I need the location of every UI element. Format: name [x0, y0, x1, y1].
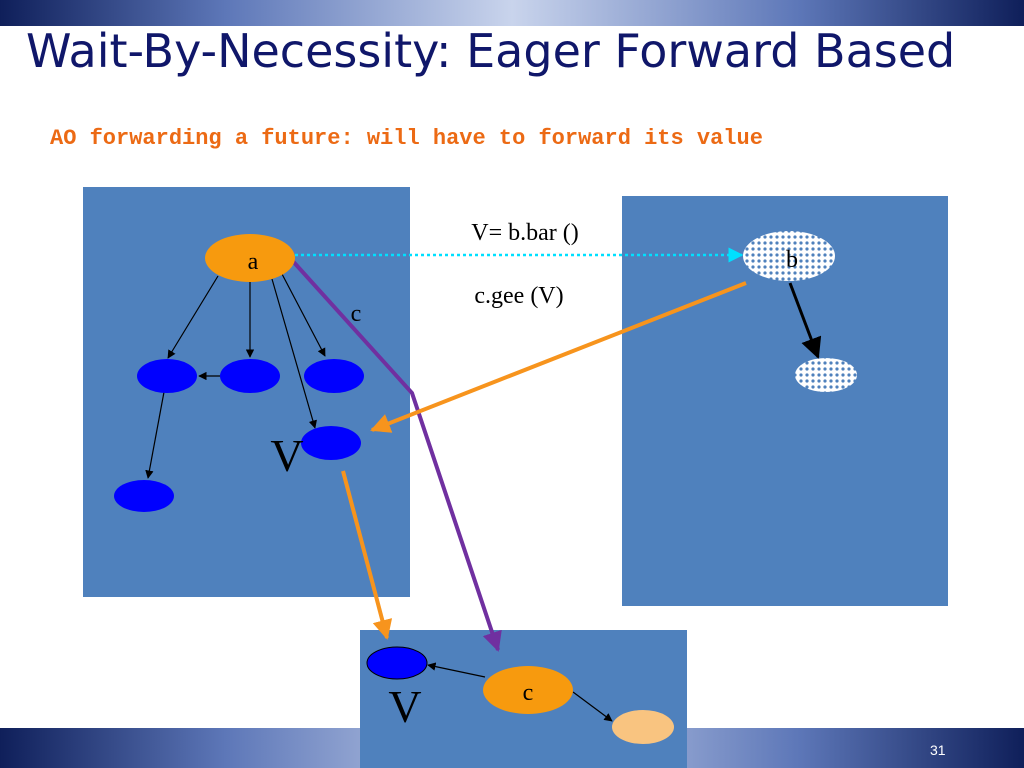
future-v-object — [301, 426, 361, 460]
passive-object-1 — [137, 359, 197, 393]
passive-object-2 — [220, 359, 280, 393]
ref-arrow-c-obj — [572, 691, 613, 722]
active-object-a — [205, 234, 295, 282]
active-object-c — [483, 666, 573, 714]
node-b-label: b — [786, 247, 798, 273]
ref-arrow-b-obj — [788, 282, 822, 359]
active-object-b — [743, 231, 835, 281]
ref-arrow-c-v — [427, 662, 486, 678]
slide-subtitle: AO forwarding a future: will have to for… — [50, 126, 763, 151]
slide-title: Wait-By-Necessity: Eager Forward Based — [26, 24, 956, 78]
ref-arrow-a-v — [271, 278, 317, 429]
top-gradient-band — [0, 0, 1024, 26]
call-bar-label: V= b.bar () — [471, 220, 579, 246]
page-number: 31 — [930, 742, 946, 758]
future-value-arrow-b-to-v — [370, 281, 747, 433]
node-a-label: a — [248, 249, 259, 275]
passive-object-c — [612, 710, 674, 744]
ref-arrow-a-1 — [167, 275, 219, 359]
future-v-copy-object — [366, 646, 428, 680]
passive-object-4 — [114, 480, 174, 512]
node-c-label: c — [523, 680, 534, 706]
reference-arrow-a-to-c — [288, 256, 502, 652]
ref-arrow-obj1-obj4 — [145, 391, 165, 479]
forward-arrow-v-to-copy — [341, 470, 393, 640]
call-gee-label: c.gee (V) — [474, 283, 563, 309]
link-c-label: c — [351, 301, 362, 327]
ref-arrow-a-3 — [281, 273, 326, 357]
passive-object-b — [795, 358, 857, 392]
passive-object-3 — [304, 359, 364, 393]
future-v-copy-label: V — [388, 681, 421, 732]
future-v-label: V — [270, 430, 303, 481]
